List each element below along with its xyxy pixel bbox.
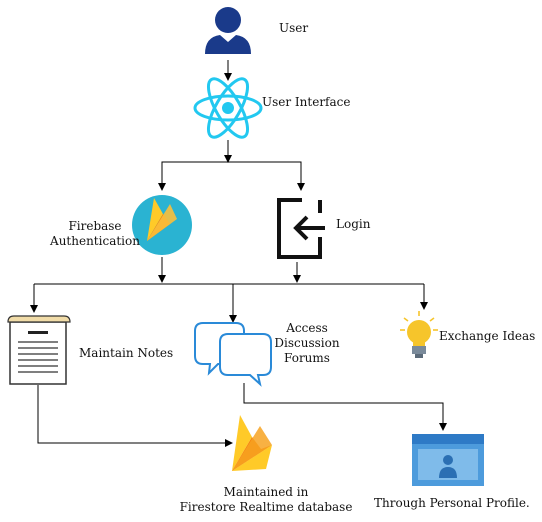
edge-ui-to-login xyxy=(228,161,305,191)
connectors xyxy=(30,60,447,447)
profile-card-icon xyxy=(412,434,484,486)
document-icon xyxy=(7,315,71,385)
user-icon xyxy=(205,7,251,54)
login-icon xyxy=(277,198,325,259)
firebase-authentication-label: Firebase Authentication xyxy=(30,219,160,249)
firestore-label: Maintained in Firestore Realtime databas… xyxy=(171,485,361,515)
edge-ui-to-firebase-auth xyxy=(158,161,228,191)
maintain-notes-label: Maintain Notes xyxy=(79,346,174,360)
firebase-icon-firestore xyxy=(232,415,272,471)
user-interface-label: User Interface xyxy=(262,95,351,109)
login-label: Login xyxy=(336,217,371,231)
discussion-forums-line-3: Forums xyxy=(284,351,330,365)
chat-bubbles-icon xyxy=(194,322,272,387)
discussion-forums-line-2: Discussion xyxy=(274,336,340,350)
personal-profile-label: Through Personal Profile. xyxy=(374,496,530,510)
edge-forums-to-profile xyxy=(243,383,447,431)
react-icon xyxy=(193,77,263,139)
firestore-line-2: Firestore Realtime database xyxy=(179,500,353,514)
firebase-icon xyxy=(132,195,192,255)
firebase-authentication-line-2: Authentication xyxy=(50,234,140,248)
user-label: User xyxy=(279,21,309,35)
firestore-line-1: Maintained in xyxy=(223,485,309,499)
exchange-ideas-label: Exchange Ideas xyxy=(439,329,536,343)
discussion-forums-label: Access Discussion Forums xyxy=(252,321,362,366)
discussion-forums-line-1: Access xyxy=(286,321,328,335)
lightbulb-icon xyxy=(400,311,438,358)
firebase-authentication-line-1: Firebase xyxy=(68,219,122,233)
edge-notes-to-firestore xyxy=(37,385,233,447)
